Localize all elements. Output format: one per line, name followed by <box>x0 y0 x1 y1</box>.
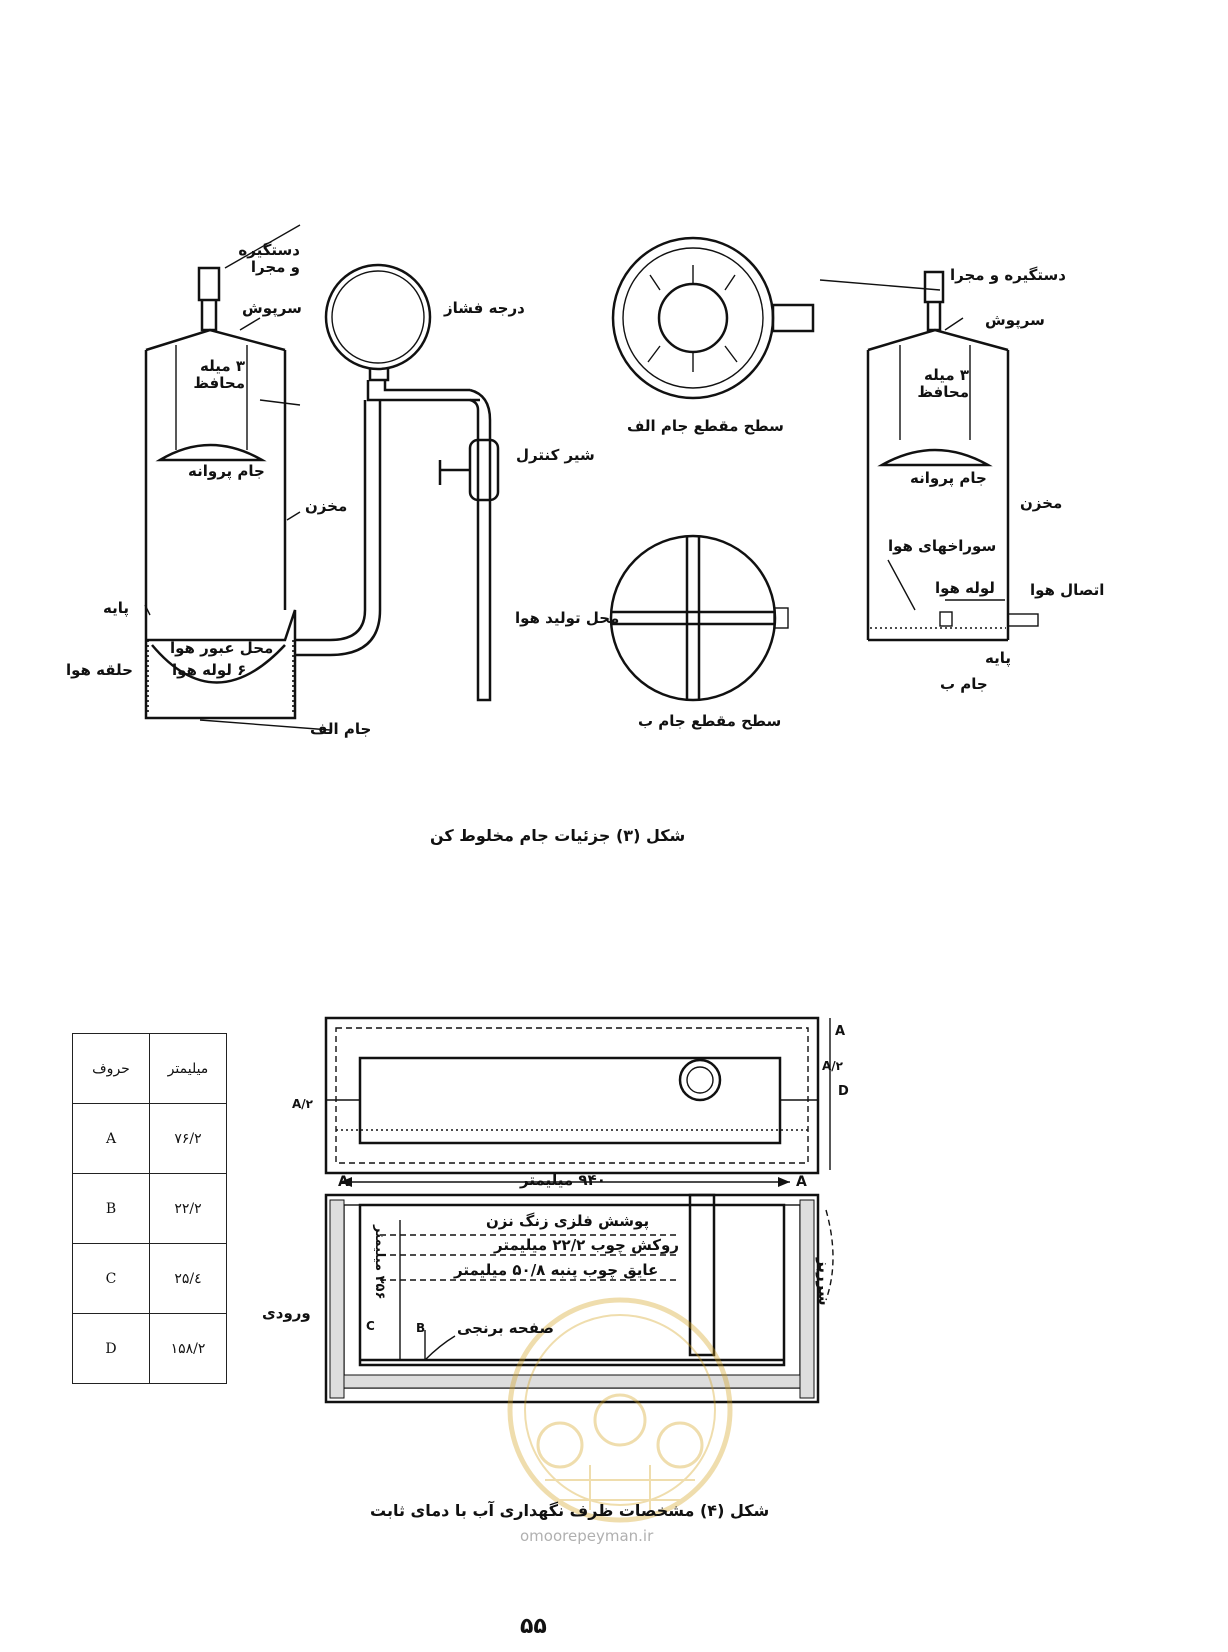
layer-wood-label: روکش چوب ۲۲/۲ میلیمتر <box>494 1236 679 1254</box>
height-dimension-label: ۳۵۶ میلیمتر <box>372 1225 387 1300</box>
left-rods-label: ۳ میله محافظ <box>193 357 245 393</box>
dim-A-right: A <box>796 1174 807 1190</box>
right-handle-label: دستگیره و مجرا <box>950 266 1066 284</box>
cup-b-label: جام ب <box>940 675 988 693</box>
dim-A-half-right: A/۲ <box>822 1059 843 1073</box>
layer-metal-label: پوشش فلزی زنگ نزن <box>486 1212 650 1230</box>
right-base-label: پایه <box>985 649 1011 667</box>
table-cell-mm: ۷۶/۲ <box>149 1103 227 1174</box>
right-tank-label: مخزن <box>1020 494 1063 512</box>
table-cell-letter: D <box>72 1313 150 1384</box>
right-rods-label: ۳ میله محافظ <box>917 366 969 402</box>
right-cap-label: سرپوش <box>985 311 1045 329</box>
watermark-seal <box>507 1297 733 1523</box>
right-air-tube-label: لوله هوا <box>935 579 995 597</box>
right-air-connection-label: اتصال هوا <box>1030 581 1105 599</box>
tank-top-view <box>324 1016 831 1175</box>
table-cell-letter: B <box>72 1173 150 1244</box>
dim-C-label: C <box>366 1319 375 1333</box>
table-header-mm: میلیمتر <box>149 1033 227 1104</box>
dim-D-label: D <box>838 1084 849 1099</box>
air-source-label: محل تولید هوا <box>515 609 620 627</box>
right-air-holes-label: سوراخهای هوا <box>888 537 997 555</box>
watermark-text: omoorepeyman.ir <box>520 1527 654 1545</box>
section-b-drawing <box>609 534 789 702</box>
layer-cork-label: عایق چوب پنبه ۵۰/۸ میلیمتر <box>454 1261 659 1279</box>
page-number: ۵۵ <box>520 1614 547 1639</box>
inlet-label: ورودی <box>262 1304 311 1322</box>
table-header-row: حروف میلیمتر <box>72 1033 227 1104</box>
dim-B-label: B <box>416 1321 426 1335</box>
left-air-tubes-label: ۶ لوله هوا <box>172 661 247 679</box>
section-a-drawing <box>611 236 815 400</box>
dimension-table: حروف میلیمتر A ۷۶/۲ B ۲۲/۲ C ۲۵/٤ D ۱۵۸/… <box>72 1033 227 1384</box>
table-cell-mm: ۱۵۸/۲ <box>149 1313 227 1384</box>
section-a-label: سطح مقطع جام الف <box>627 417 784 435</box>
overflow-label: سرریز <box>815 1258 833 1306</box>
brass-plate-label: صفحه برنجی <box>457 1319 555 1337</box>
figure-4-caption: شکل (۴) مشخصات ظرف نگهداری آب با دمای ثا… <box>370 1501 770 1520</box>
right-mixer-drawing <box>866 270 1039 642</box>
right-impeller-label: جام پروانه <box>910 469 987 487</box>
left-handle-label: دستگیره و مجرا <box>238 241 300 277</box>
dim-A-half-left: A/۲ <box>292 1097 313 1111</box>
dim-A-top: A <box>835 1024 846 1039</box>
pressure-gauge-drawing <box>295 263 500 702</box>
table-header-letters: حروف <box>72 1033 150 1104</box>
dim-A-left: A <box>338 1174 349 1190</box>
table-cell-mm: ۲۵/٤ <box>149 1243 227 1314</box>
gauge-label: درجه فشاز <box>444 299 525 317</box>
left-air-ring-label: حلقه هوا <box>66 661 133 679</box>
table-cell-letter: A <box>72 1103 150 1174</box>
cup-a-label: جام الف <box>310 720 372 738</box>
tank-front-section <box>324 1193 834 1404</box>
table-row: D ۱۵۸/۲ <box>72 1313 227 1384</box>
valve-label: شیر کنترل <box>516 446 595 464</box>
width-dimension-label: ۹۴۰ میلیمتر <box>520 1171 606 1189</box>
left-cap-label: سرپوش <box>242 299 302 317</box>
left-tank-label: مخزن <box>305 497 348 515</box>
left-base-label: پایه <box>103 599 129 617</box>
table-row: A ۷۶/۲ <box>72 1103 227 1174</box>
width-dimension-line <box>340 1177 790 1187</box>
left-mixer-drawing <box>144 266 297 720</box>
figure-3-drawing <box>144 224 1039 731</box>
figure-3-caption: شکل (۳) جزئیات جام مخلوط کن <box>430 826 686 845</box>
left-impeller-label: جام پروانه <box>188 462 265 480</box>
left-air-passage-label: محل عبور هوا <box>170 639 274 657</box>
section-b-label: سطح مقطع جام ب <box>638 712 782 730</box>
